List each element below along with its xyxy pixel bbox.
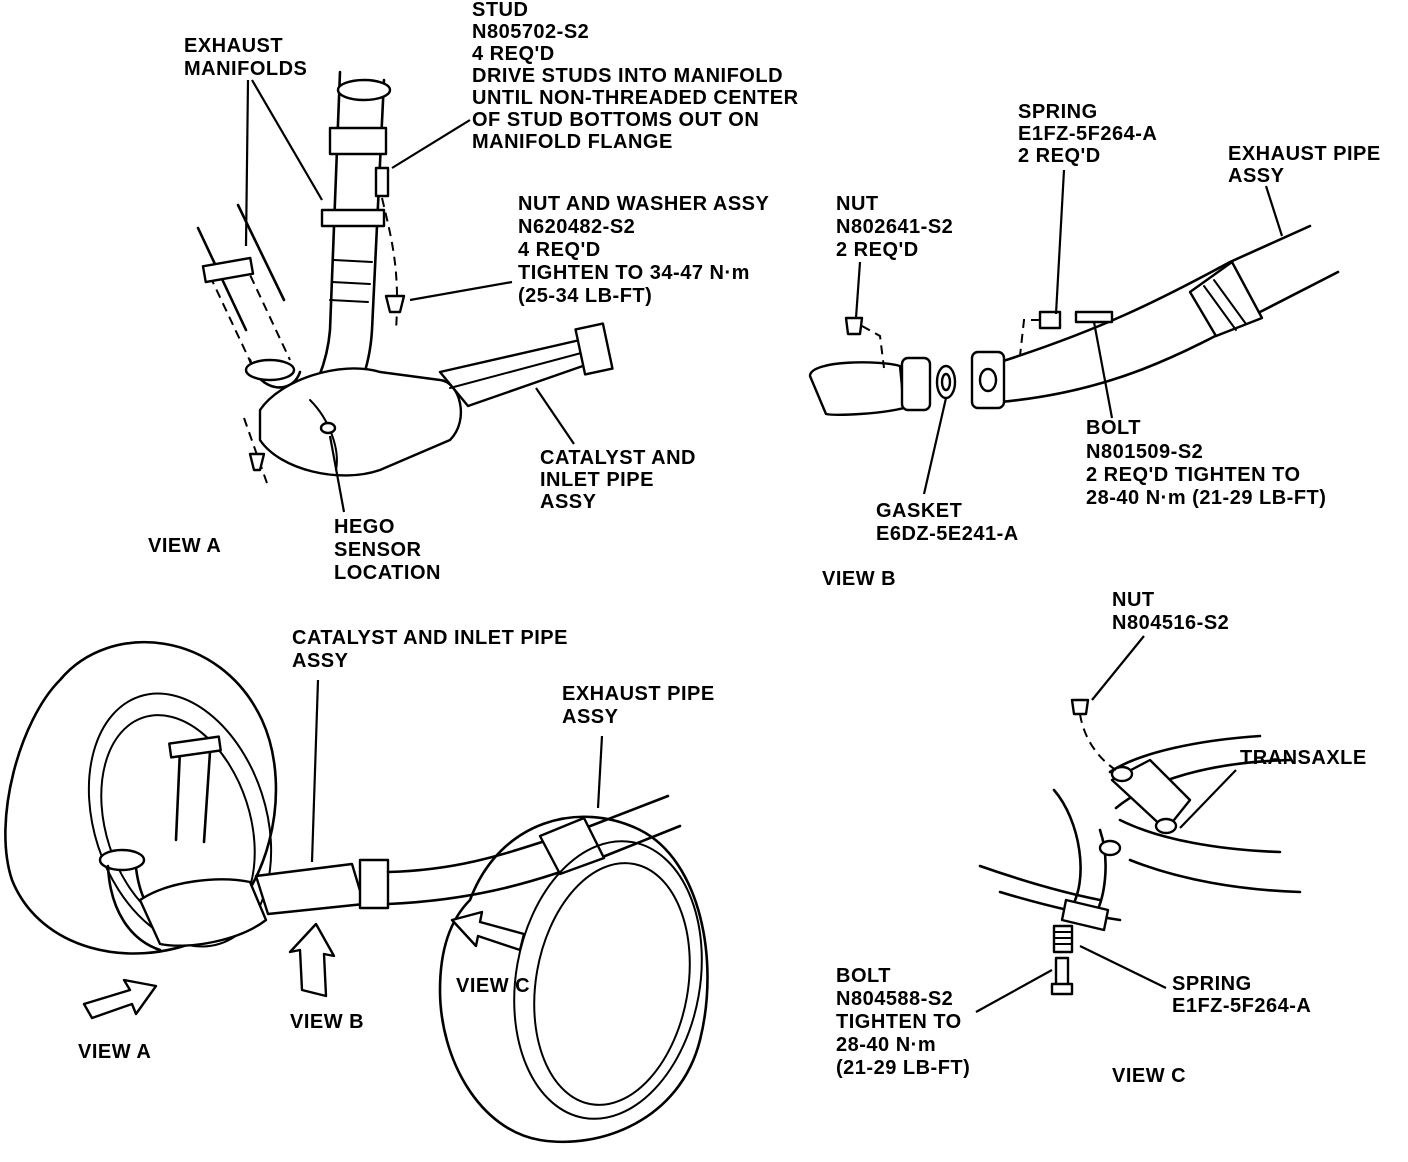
nut-part-c <box>1070 698 1090 716</box>
overview-drawing <box>4 640 709 1144</box>
overview-inlet-flange <box>358 858 390 910</box>
spring-part-b <box>1038 310 1062 330</box>
nut-b-leader <box>854 261 862 319</box>
spring-c-leader <box>1079 945 1167 989</box>
hego-leader <box>328 435 346 513</box>
view-a-title: VIEW A <box>148 535 221 557</box>
exhaust-manifolds-label: EXHAUST MANIFOLDS <box>184 35 307 80</box>
transaxle-leader <box>1179 769 1237 829</box>
catalyst-leader <box>535 387 575 445</box>
exhaust-pipe-b-label: EXHAUST PIPE ASSY <box>1228 143 1387 187</box>
hego-sensor-label: HEGO SENSOR LOCATION <box>334 516 441 584</box>
view-b-title: VIEW B <box>822 568 896 590</box>
left-manifold-flange <box>201 256 255 284</box>
view-c-drawing <box>975 635 1302 1013</box>
exhaust-manifolds-leader <box>244 79 323 247</box>
overview-catalyst-leader <box>310 679 320 863</box>
overview-inlet-pipe <box>254 862 366 916</box>
right-tire-outer <box>438 815 709 1144</box>
c-bracket <box>1060 898 1110 932</box>
hego-sensor <box>319 421 337 435</box>
spring-b-leader <box>1054 169 1066 315</box>
stud-label: STUD N805702-S2 4 REQ'D DRIVE STUDS INTO… <box>472 0 805 153</box>
right-tire-rim <box>513 840 703 1120</box>
catalyst-body <box>258 367 463 477</box>
overview-exhaust-pipe-label: EXHAUST PIPE ASSY <box>562 683 721 728</box>
stud-leader <box>391 119 471 169</box>
inlet-pipe <box>438 338 602 408</box>
bolt-c-label: BOLT N804588-S2 TIGHTEN TO 28-40 N·m (21… <box>836 965 970 1079</box>
overview-catalyst <box>138 878 268 947</box>
view-a-drawing <box>196 70 614 513</box>
view-c-arrow <box>450 910 526 952</box>
riser-flange <box>328 126 388 156</box>
spring-c-label: SPRING E1FZ-5F264-A <box>1172 973 1311 1017</box>
transaxle-label: TRANSAXLE <box>1240 747 1367 769</box>
left-pipe-flange <box>244 358 296 382</box>
overview-view-c-label: VIEW C <box>456 975 530 997</box>
gasket-leader <box>922 397 948 495</box>
view-c-title: VIEW C <box>1112 1065 1186 1087</box>
nut-c-label: NUT N804516-S2 <box>1112 589 1229 634</box>
gasket-label: GASKET E6DZ-5E241-A <box>876 500 1019 545</box>
exhaust-pipe-b-leader <box>1264 185 1284 237</box>
bolt-part-b <box>1074 310 1114 324</box>
nut-b-label: NUT N802641-S2 2 REQ'D <box>836 193 959 261</box>
catalyst-inlet-label: CATALYST AND INLET PIPE ASSY <box>540 447 702 513</box>
overview-exhaust-leader <box>596 735 604 809</box>
nut-washer-part <box>384 294 406 314</box>
overview-pipe-joint <box>538 816 606 876</box>
riser-top-flange <box>336 78 392 102</box>
nut-part-b <box>844 316 864 336</box>
nut-washer-label: NUT AND WASHER ASSY N620482-S2 4 REQ'D T… <box>518 193 775 307</box>
pipe-slip-joint <box>1188 260 1264 338</box>
view-b-drawing <box>808 169 1340 495</box>
nut-c-leader <box>1091 635 1145 701</box>
view-a-arrow <box>82 978 158 1020</box>
overview-view-b-label: VIEW B <box>290 1011 364 1033</box>
stud-part <box>374 166 390 198</box>
overview-manifold-flange <box>168 735 222 759</box>
bolt-c-leader <box>975 969 1053 1013</box>
overview-view-a-label: VIEW A <box>78 1041 151 1063</box>
nut-washer-leader <box>409 280 513 302</box>
bolt-part-c <box>1054 956 1070 988</box>
inlet-pipe-end <box>808 361 906 416</box>
overview-catalyst-label: CATALYST AND INLET PIPE ASSY <box>292 627 574 672</box>
spring-b-label: SPRING E1FZ-5F264-A 2 REQ'D <box>1018 101 1163 167</box>
bolt-b-label: BOLT N801509-S2 2 REQ'D TIGHTEN TO 28-40… <box>1086 417 1326 509</box>
bolt-b-leader <box>1092 321 1114 419</box>
riser-clamp <box>320 208 386 228</box>
inlet-flange <box>574 322 614 376</box>
view-b-arrow <box>288 922 336 998</box>
inlet-flange-b <box>900 356 932 412</box>
left-tire-rim <box>87 692 273 948</box>
overview-pipe-flange <box>98 848 146 872</box>
